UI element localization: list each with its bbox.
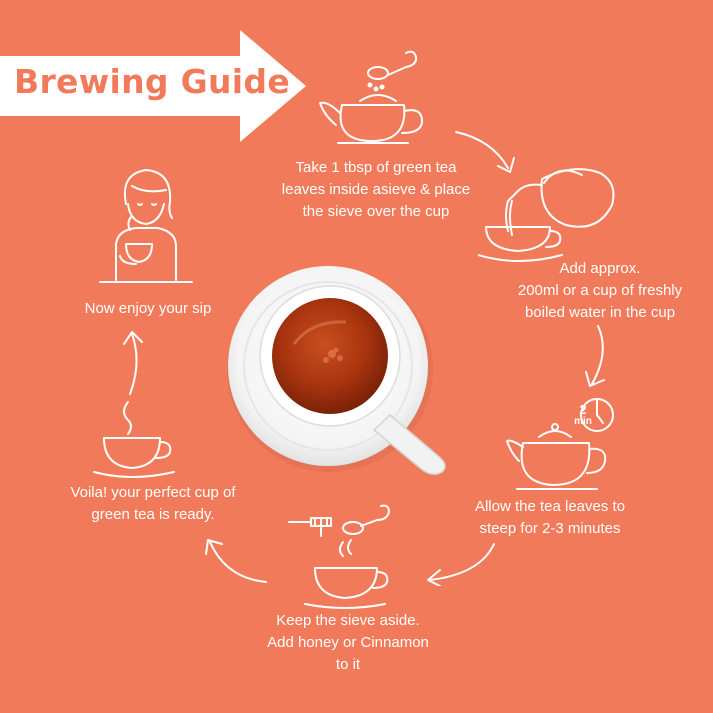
pouring-teapot-icon bbox=[478, 168, 615, 262]
timer-unit: min bbox=[574, 416, 592, 427]
cup-honey-icon bbox=[288, 504, 390, 609]
page-title: Brewing Guide bbox=[14, 62, 291, 101]
title-arrow-banner bbox=[0, 30, 306, 142]
arrow-step5-to-step6 bbox=[123, 331, 143, 395]
arrow-step2-to-step3 bbox=[585, 325, 605, 387]
arrow-step1-to-step2 bbox=[455, 131, 515, 173]
arrow-step3-to-step4 bbox=[427, 543, 495, 586]
step-2-text: Add approx. 200ml or a cup of freshly bo… bbox=[517, 260, 683, 321]
arrow-step4-to-step5 bbox=[205, 539, 267, 583]
steaming-cup-icon bbox=[93, 401, 175, 478]
woman-drinking-icon bbox=[99, 169, 193, 283]
tea-cup-illustration bbox=[227, 266, 446, 475]
step-1-text: Take 1 tbsp of green tea leaves inside a… bbox=[281, 159, 471, 220]
step-4-text: Keep the sieve aside. Add honey or Cinna… bbox=[267, 612, 429, 673]
timer-value: 2 bbox=[579, 402, 587, 417]
teapot-spoon-icon bbox=[319, 50, 423, 144]
step-6-text: Now enjoy your sip bbox=[84, 300, 212, 317]
teapot-timer-icon bbox=[506, 398, 614, 490]
timer-label: 2 min bbox=[570, 402, 596, 428]
step-3-text: Allow the tea leaves to steep for 2-3 mi… bbox=[474, 498, 626, 537]
step-5-text: Voila! your perfect cup of green tea is … bbox=[70, 484, 236, 523]
